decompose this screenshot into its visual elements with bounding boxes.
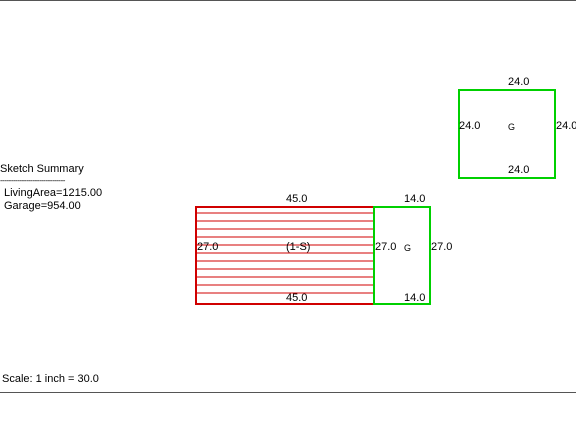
summary-divider: ------------------------------	[0, 176, 65, 185]
detached-garage-left-dimension: 24.0	[459, 120, 481, 132]
attached-garage-right-dimension: 27.0	[431, 241, 453, 253]
detached-garage-right-dimension: 24.0	[556, 120, 576, 132]
living-area-label: (1-S)	[286, 241, 311, 253]
living-area-hatch	[196, 212, 374, 294]
detached-garage-outline	[458, 89, 556, 179]
bottom-rule	[0, 392, 576, 393]
attached-garage-top-dimension: 14.0	[404, 193, 426, 205]
detached-garage-bottom-dimension: 24.0	[508, 164, 530, 176]
scale-label: Scale: 1 inch = 30.0	[2, 373, 99, 385]
summary-living-area: LivingArea=1215.00	[4, 187, 103, 199]
attached-garage-label: G	[404, 243, 412, 253]
living-top-dimension: 45.0	[286, 193, 308, 205]
detached-garage-label: G	[508, 122, 516, 132]
living-area-outline	[195, 206, 375, 305]
living-bottom-dimension: 45.0	[286, 292, 308, 304]
living-right-dimension: 27.0	[375, 241, 397, 253]
summary-title: Sketch Summary	[0, 163, 84, 175]
attached-garage-bottom-dimension: 14.0	[404, 292, 426, 304]
living-left-dimension: 27.0	[197, 241, 219, 253]
summary-garage: Garage=954.00	[4, 200, 81, 212]
top-rule	[0, 0, 576, 1]
attached-garage-outline	[373, 206, 431, 305]
detached-garage-top-dimension: 24.0	[508, 76, 530, 88]
